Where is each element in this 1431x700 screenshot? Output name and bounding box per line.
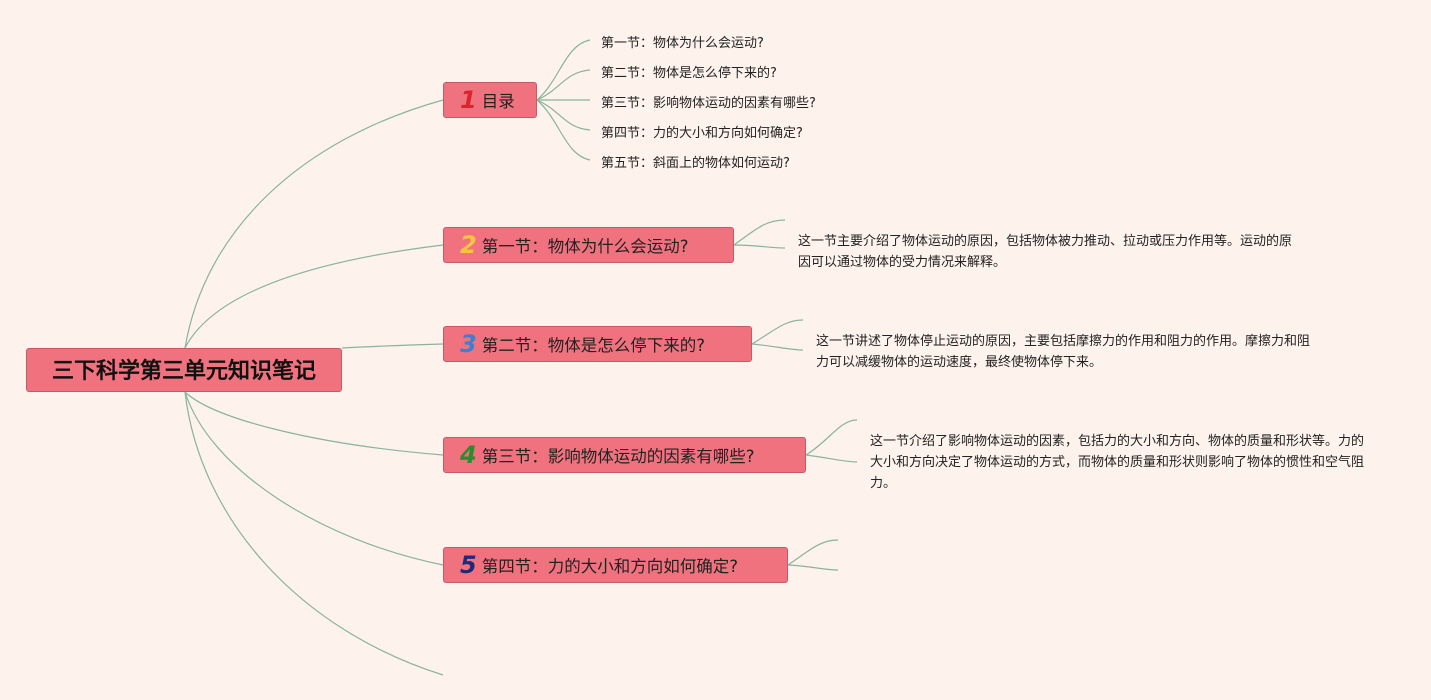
section-2-description[interactable]: 这一节讲述了物体停止运动的原因，主要包括摩擦力的作用和阻力的作用。摩擦力和阻力可… <box>816 334 1311 370</box>
toc-item[interactable]: 第二节：物体是怎么停下来的? <box>601 66 777 81</box>
number-2-icon: 2 <box>460 231 477 259</box>
number-5-icon: 5 <box>460 551 477 579</box>
section-1-description[interactable]: 这一节主要介绍了物体运动的原因，包括物体被力推动、拉动或压力作用等。运动的原因可… <box>798 234 1293 270</box>
section-3-description[interactable]: 这一节介绍了影响物体运动的因素，包括力的大小和方向、物体的质量和形状等。力的大小… <box>870 434 1365 491</box>
link-root-branch-1 <box>184 99 444 349</box>
number-1-icon: 1 <box>460 86 477 114</box>
toc-item[interactable]: 第四节：力的大小和方向如何确定? <box>601 126 803 141</box>
branch-label: 第二节：物体是怎么停下来的? <box>481 336 705 355</box>
link-desc-2a <box>751 319 804 345</box>
link-desc-1b <box>733 244 786 249</box>
branch-section-2[interactable]: 3 第二节：物体是怎么停下来的? <box>443 326 752 362</box>
toc-item[interactable]: 第三节：影响物体运动的因素有哪些? <box>601 96 816 111</box>
link-toc-2 <box>536 69 591 101</box>
branch-section-3[interactable]: 4 第三节：影响物体运动的因素有哪些? <box>443 437 806 473</box>
link-toc-5 <box>536 99 591 161</box>
branch-section-4[interactable]: 5 第四节：力的大小和方向如何确定? <box>443 547 788 583</box>
branch-label: 第一节：物体为什么会运动? <box>481 237 689 256</box>
link-desc-3a <box>805 419 858 456</box>
link-root-branch-4 <box>184 391 444 456</box>
link-desc-4a <box>787 539 839 566</box>
branch-label: 第四节：力的大小和方向如何确定? <box>481 557 738 576</box>
number-4-icon: 4 <box>460 441 477 469</box>
branch-label: 目录 <box>481 92 515 111</box>
link-root-branch-5 <box>184 391 444 566</box>
root-label: 三下科学第三单元知识笔记 <box>51 359 316 384</box>
link-root-branch-6 <box>184 391 444 676</box>
toc-item[interactable]: 第一节：物体为什么会运动? <box>601 36 764 51</box>
number-3-icon: 3 <box>460 330 477 358</box>
branch-label: 第三节：影响物体运动的因素有哪些? <box>481 447 755 466</box>
link-toc-1 <box>536 39 591 101</box>
link-desc-2b <box>751 343 804 351</box>
link-root-branch-3 <box>341 343 444 349</box>
root-node[interactable]: 三下科学第三单元知识笔记 <box>26 348 342 392</box>
link-desc-1a <box>733 219 786 246</box>
branch-toc[interactable]: 1 目录 <box>443 82 537 118</box>
link-toc-4 <box>536 99 591 131</box>
link-desc-4b <box>787 564 839 571</box>
toc-item[interactable]: 第五节：斜面上的物体如何运动? <box>601 156 790 171</box>
link-root-branch-2 <box>184 244 444 349</box>
branch-section-1[interactable]: 2 第一节：物体为什么会运动? <box>443 227 734 263</box>
link-desc-3b <box>805 454 858 463</box>
